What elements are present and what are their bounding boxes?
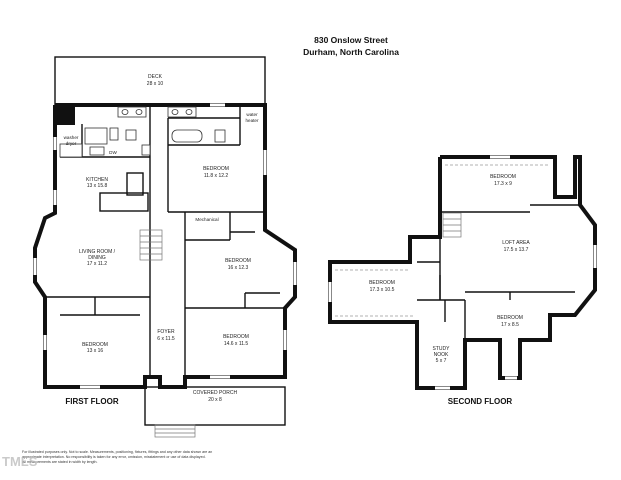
study-dims: 5 x 7 xyxy=(436,358,447,364)
bedroom-front-left-dims: 13 x 16 xyxy=(87,348,104,354)
second-floor-interior-walls xyxy=(417,204,580,340)
watermark: TMLS xyxy=(2,454,38,469)
dryer-label: dryer xyxy=(66,141,77,146)
first-floor-fixtures xyxy=(59,106,226,158)
city-state: Durham, North Carolina xyxy=(303,47,399,57)
disclaimer-line-1: For illustrated purposes only. Not to sc… xyxy=(22,450,212,454)
foyer-label: FOYER xyxy=(157,329,175,335)
kitchen-label: KITCHEN xyxy=(86,177,108,183)
second-floor-stairs xyxy=(442,212,462,238)
first-floor-windows xyxy=(33,103,297,389)
bedroom-top-label: BEDROOM xyxy=(490,174,516,180)
dishwasher-label: DW xyxy=(109,150,117,155)
bedroom-rear-dims: 11.8 x 12.2 xyxy=(204,173,229,179)
loft-dims: 17.5 x 13.7 xyxy=(504,247,529,253)
living-dims: 17 x 11.2 xyxy=(87,261,107,267)
bedroom-mid-dims: 16 x 12.3 xyxy=(228,265,249,271)
first-floor-plan: DECK 28 x 10 water heater washer dryer D… xyxy=(33,56,297,438)
second-floor-exterior-wall xyxy=(328,155,597,390)
bedroom-mid-label: BEDROOM xyxy=(225,258,251,264)
deck-dims: 28 x 10 xyxy=(147,81,164,87)
second-floor-windows xyxy=(328,155,597,390)
first-floor-title: FIRST FLOOR xyxy=(65,397,119,406)
disclaimer-line-2: approximate interpretation. No responsib… xyxy=(22,455,206,459)
washer-label: washer xyxy=(64,135,79,140)
porch-steps xyxy=(154,424,196,438)
bedroom-rear-label: BEDROOM xyxy=(203,166,229,172)
first-floor-exterior-wall xyxy=(33,103,297,389)
disclaimer-line-3: All measurements are stated in width by … xyxy=(22,460,98,464)
water-heater-label-1: water xyxy=(246,112,258,117)
bedroom-left-dims: 17.3 x 10.5 xyxy=(370,287,395,293)
chimney-block xyxy=(55,105,75,125)
bedroom-front-right-label: BEDROOM xyxy=(223,334,249,340)
porch-label: COVERED PORCH xyxy=(193,390,238,396)
deck-label: DECK xyxy=(148,74,163,80)
second-floor-plan: BEDROOM 17.3 x 9 LOFT AREA 17.5 x 13.7 B… xyxy=(328,155,597,406)
first-floor-stairs xyxy=(139,229,163,261)
bedroom-top-dims: 17.3 x 9 xyxy=(494,181,512,187)
bedroom-front-right-dims: 14.6 x 11.5 xyxy=(224,341,249,347)
first-floor-interior-walls xyxy=(45,105,285,377)
living-label-2: DINING xyxy=(88,255,106,261)
living-label: LIVING ROOM / xyxy=(79,249,116,255)
loft-label: LOFT AREA xyxy=(502,240,530,246)
mechanical-label: Mechanical xyxy=(195,217,218,222)
street-address: 830 Onslow Street xyxy=(314,35,388,45)
bedroom-right-label: BEDROOM xyxy=(497,315,523,321)
water-heater-label-2: heater xyxy=(245,118,258,123)
porch-dims: 20 x 8 xyxy=(208,397,222,403)
kitchen-dims: 13 x 15.8 xyxy=(87,183,108,189)
covered-porch-outline xyxy=(144,386,286,426)
second-floor-title: SECOND FLOOR xyxy=(448,397,513,406)
foyer-dims: 6 x 11.5 xyxy=(157,336,175,342)
study-label: STUDY xyxy=(433,346,451,352)
bedroom-right-dims: 17 x 8.5 xyxy=(501,322,519,328)
second-floor-knee-walls xyxy=(335,164,550,317)
bedroom-front-left-label: BEDROOM xyxy=(82,342,108,348)
bedroom-left-label: BEDROOM xyxy=(369,280,395,286)
nook-label: NOOK xyxy=(434,352,449,358)
